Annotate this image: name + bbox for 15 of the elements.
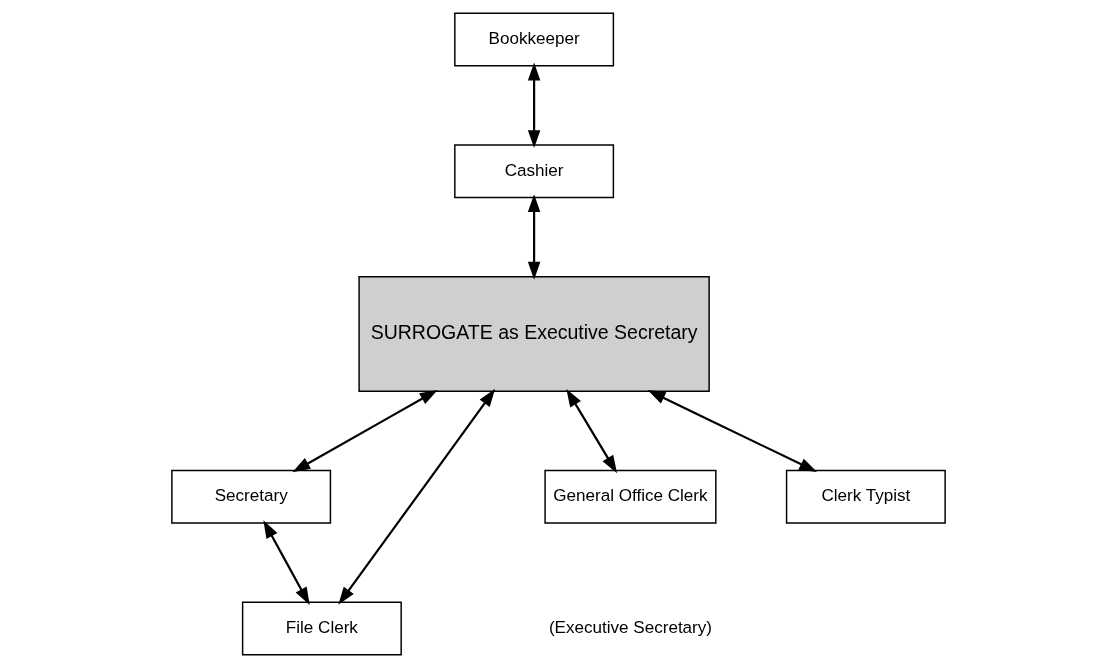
arrow bbox=[338, 388, 496, 605]
arrow bbox=[647, 390, 818, 472]
arrow bbox=[527, 194, 541, 280]
arrow bbox=[263, 520, 310, 606]
label: (Executive Secretary) bbox=[548, 618, 712, 638]
node-box: Bookkeeper bbox=[454, 12, 615, 67]
node-box: File Clerk bbox=[241, 601, 402, 656]
arrow bbox=[292, 389, 438, 473]
arrow bbox=[566, 388, 618, 474]
node-box: Secretary bbox=[171, 469, 332, 524]
node-box: Clerk Typist bbox=[785, 469, 946, 524]
node-box: General Office Clerk bbox=[544, 469, 717, 524]
node-box: SURROGATE as Executive Secretary bbox=[358, 275, 710, 393]
node-box: Cashier bbox=[454, 144, 615, 199]
arrow bbox=[527, 62, 541, 149]
